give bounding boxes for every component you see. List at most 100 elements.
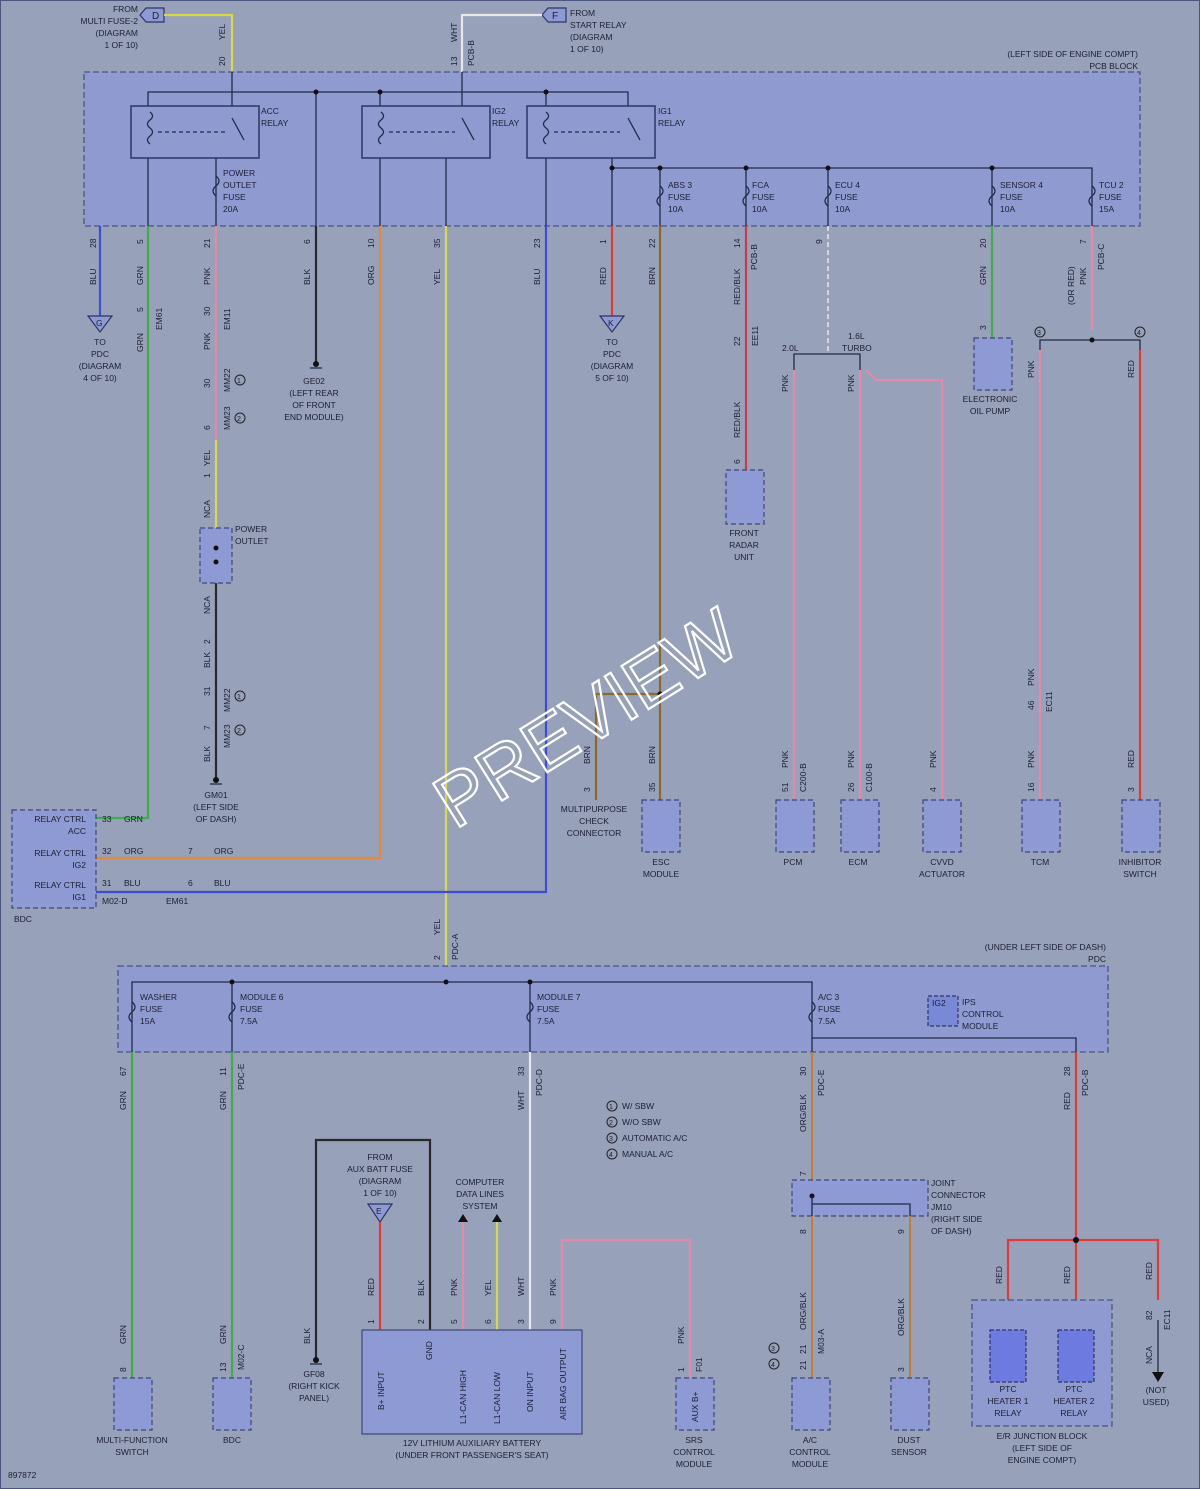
pcb-wire-colors: BLU GRN PNK BLK ORG YEL BLU RED BRN RED/… — [88, 266, 1088, 305]
pdc-pin-labels: 67 GRN 11 GRN PDC-E 33 WHT PDC-D 30 ORG/… — [118, 1063, 1090, 1132]
pcm-ecm-cvvd-labels: PNK PNK PNK 51 C200-B PNK 26 C100-B PNK … — [780, 374, 938, 792]
svg-text:BLK: BLK — [416, 1280, 426, 1296]
svg-text:F01: F01 — [694, 1357, 704, 1372]
svg-text:(DIAGRAM: (DIAGRAM — [79, 361, 122, 371]
svg-text:35: 35 — [647, 782, 657, 792]
ecu4-fuse: ECU 4 FUSE 10A — [824, 180, 860, 214]
svg-text:3: 3 — [516, 1319, 526, 1324]
svg-text:RED/BLK: RED/BLK — [732, 268, 742, 305]
svg-text:RED: RED — [1062, 1092, 1072, 1110]
svg-text:BLK: BLK — [302, 269, 312, 285]
svg-text:AIR BAG OUTPUT: AIR BAG OUTPUT — [558, 1348, 568, 1420]
svg-text:L1-CAN HIGH: L1-CAN HIGH — [458, 1370, 468, 1424]
svg-text:IG2: IG2 — [932, 998, 946, 1008]
svg-text:GM01: GM01 — [204, 790, 227, 800]
svg-text:BLK: BLK — [202, 746, 212, 762]
svg-text:USED): USED) — [1143, 1397, 1170, 1407]
svg-text:ORG: ORG — [366, 266, 376, 285]
svg-text:3: 3 — [1037, 330, 1041, 337]
svg-text:BRN: BRN — [647, 746, 657, 764]
svg-text:RELAY CTRL: RELAY CTRL — [34, 848, 86, 858]
svg-text:RED: RED — [1062, 1266, 1072, 1284]
svg-text:M02-D: M02-D — [102, 896, 128, 906]
svg-text:4: 4 — [609, 1152, 613, 1159]
svg-text:MM23: MM23 — [222, 406, 232, 430]
svg-text:MODULE: MODULE — [643, 869, 680, 879]
svg-text:PDC-E: PDC-E — [816, 1069, 826, 1096]
svg-text:28: 28 — [1062, 1066, 1072, 1076]
svg-text:23: 23 — [532, 238, 542, 248]
svg-text:MODULE: MODULE — [962, 1021, 999, 1031]
power-outlet: POWER OUTLET — [199, 524, 269, 584]
svg-text:7: 7 — [798, 1171, 808, 1176]
svg-text:RED: RED — [1126, 360, 1136, 378]
svg-text:WHT: WHT — [516, 1277, 526, 1296]
svg-text:MULTIPURPOSE: MULTIPURPOSE — [561, 804, 628, 814]
svg-text:MM23: MM23 — [222, 724, 232, 748]
svg-text:ENGINE COMPT): ENGINE COMPT) — [1008, 1455, 1077, 1465]
svg-text:BDC: BDC — [14, 914, 32, 924]
svg-text:FUSE: FUSE — [818, 1004, 841, 1014]
svg-text:ORG/BLK: ORG/BLK — [798, 1094, 808, 1132]
svg-text:2: 2 — [237, 416, 241, 423]
svg-text:OF DASH): OF DASH) — [196, 814, 237, 824]
ecm: ECM — [840, 799, 880, 867]
svg-text:16: 16 — [1026, 782, 1036, 792]
sensor4-fuse: SENSOR 4 FUSE 10A — [988, 180, 1043, 214]
svg-text:(OR RED): (OR RED) — [1066, 266, 1076, 305]
svg-text:7: 7 — [188, 846, 193, 856]
svg-text:ECU 4: ECU 4 — [835, 180, 860, 190]
svg-text:20: 20 — [978, 238, 988, 248]
not-used-arrow — [1152, 1372, 1164, 1382]
svg-text:BLK: BLK — [302, 1328, 312, 1344]
svg-text:FUSE: FUSE — [240, 1004, 263, 1014]
lower-left-labels: GRN 8 GRN 13 M02-C — [118, 1325, 246, 1372]
svg-text:1: 1 — [609, 1104, 613, 1111]
svg-text:3: 3 — [771, 1346, 775, 1353]
svg-text:(DIAGRAM: (DIAGRAM — [96, 28, 139, 38]
svg-text:RED: RED — [598, 267, 608, 285]
svg-text:PCB-C: PCB-C — [1096, 244, 1106, 270]
svg-text:BLU: BLU — [532, 268, 542, 285]
pdc-internal-wiring — [128, 979, 1077, 1052]
front-radar-unit: FRONT RADAR UNIT — [725, 469, 765, 562]
wire-brn-mpc — [594, 692, 660, 800]
svg-text:14: 14 — [732, 238, 742, 248]
svg-text:EC11: EC11 — [1162, 1309, 1172, 1330]
svg-text:PNK: PNK — [928, 750, 938, 768]
srs-control-module: AUX B+ SRS CONTROL MODULE — [673, 1377, 715, 1469]
svg-text:ESC: ESC — [652, 857, 669, 867]
svg-text:6: 6 — [188, 878, 193, 888]
svg-text:1: 1 — [237, 694, 241, 701]
svg-text:A/C: A/C — [803, 1435, 817, 1445]
gf08-ground: GF08 (RIGHT KICK PANEL) — [288, 1357, 340, 1403]
svg-text:51: 51 — [780, 782, 790, 792]
electronic-oil-pump: ELECTRONIC OIL PUMP — [963, 337, 1017, 416]
svg-text:6: 6 — [302, 239, 312, 244]
svg-text:8: 8 — [118, 1367, 128, 1372]
svg-text:PNK: PNK — [449, 1278, 459, 1296]
dust-sensor: DUST SENSOR — [890, 1377, 930, 1457]
svg-text:20: 20 — [217, 56, 227, 66]
svg-text:32: 32 — [102, 846, 112, 856]
svg-text:3: 3 — [582, 787, 592, 792]
svg-text:ON INPUT: ON INPUT — [525, 1371, 535, 1412]
svg-text:7.5A: 7.5A — [818, 1016, 836, 1026]
variant-split — [793, 353, 861, 380]
ge02-ground: GE02 (LEFT REAR OF FRONT END MODULE) — [284, 361, 344, 422]
svg-text:FUSE: FUSE — [223, 192, 246, 202]
svg-text:COMPUTER: COMPUTER — [456, 1177, 505, 1187]
svg-text:POWER: POWER — [235, 524, 267, 534]
svg-text:BRN: BRN — [582, 746, 592, 764]
svg-text:YEL: YEL — [432, 919, 442, 935]
svg-text:GF08: GF08 — [303, 1369, 325, 1379]
svg-text:RED: RED — [366, 1278, 376, 1296]
svg-text:2: 2 — [609, 1120, 613, 1127]
svg-text:46: 46 — [1026, 700, 1036, 710]
svg-text:RADAR: RADAR — [729, 540, 759, 550]
svg-text:10A: 10A — [835, 204, 850, 214]
svg-text:FCA: FCA — [752, 180, 769, 190]
svg-text:PNK: PNK — [1026, 360, 1036, 378]
svg-text:4 OF 10): 4 OF 10) — [83, 373, 117, 383]
svg-text:FRONT: FRONT — [729, 528, 758, 538]
